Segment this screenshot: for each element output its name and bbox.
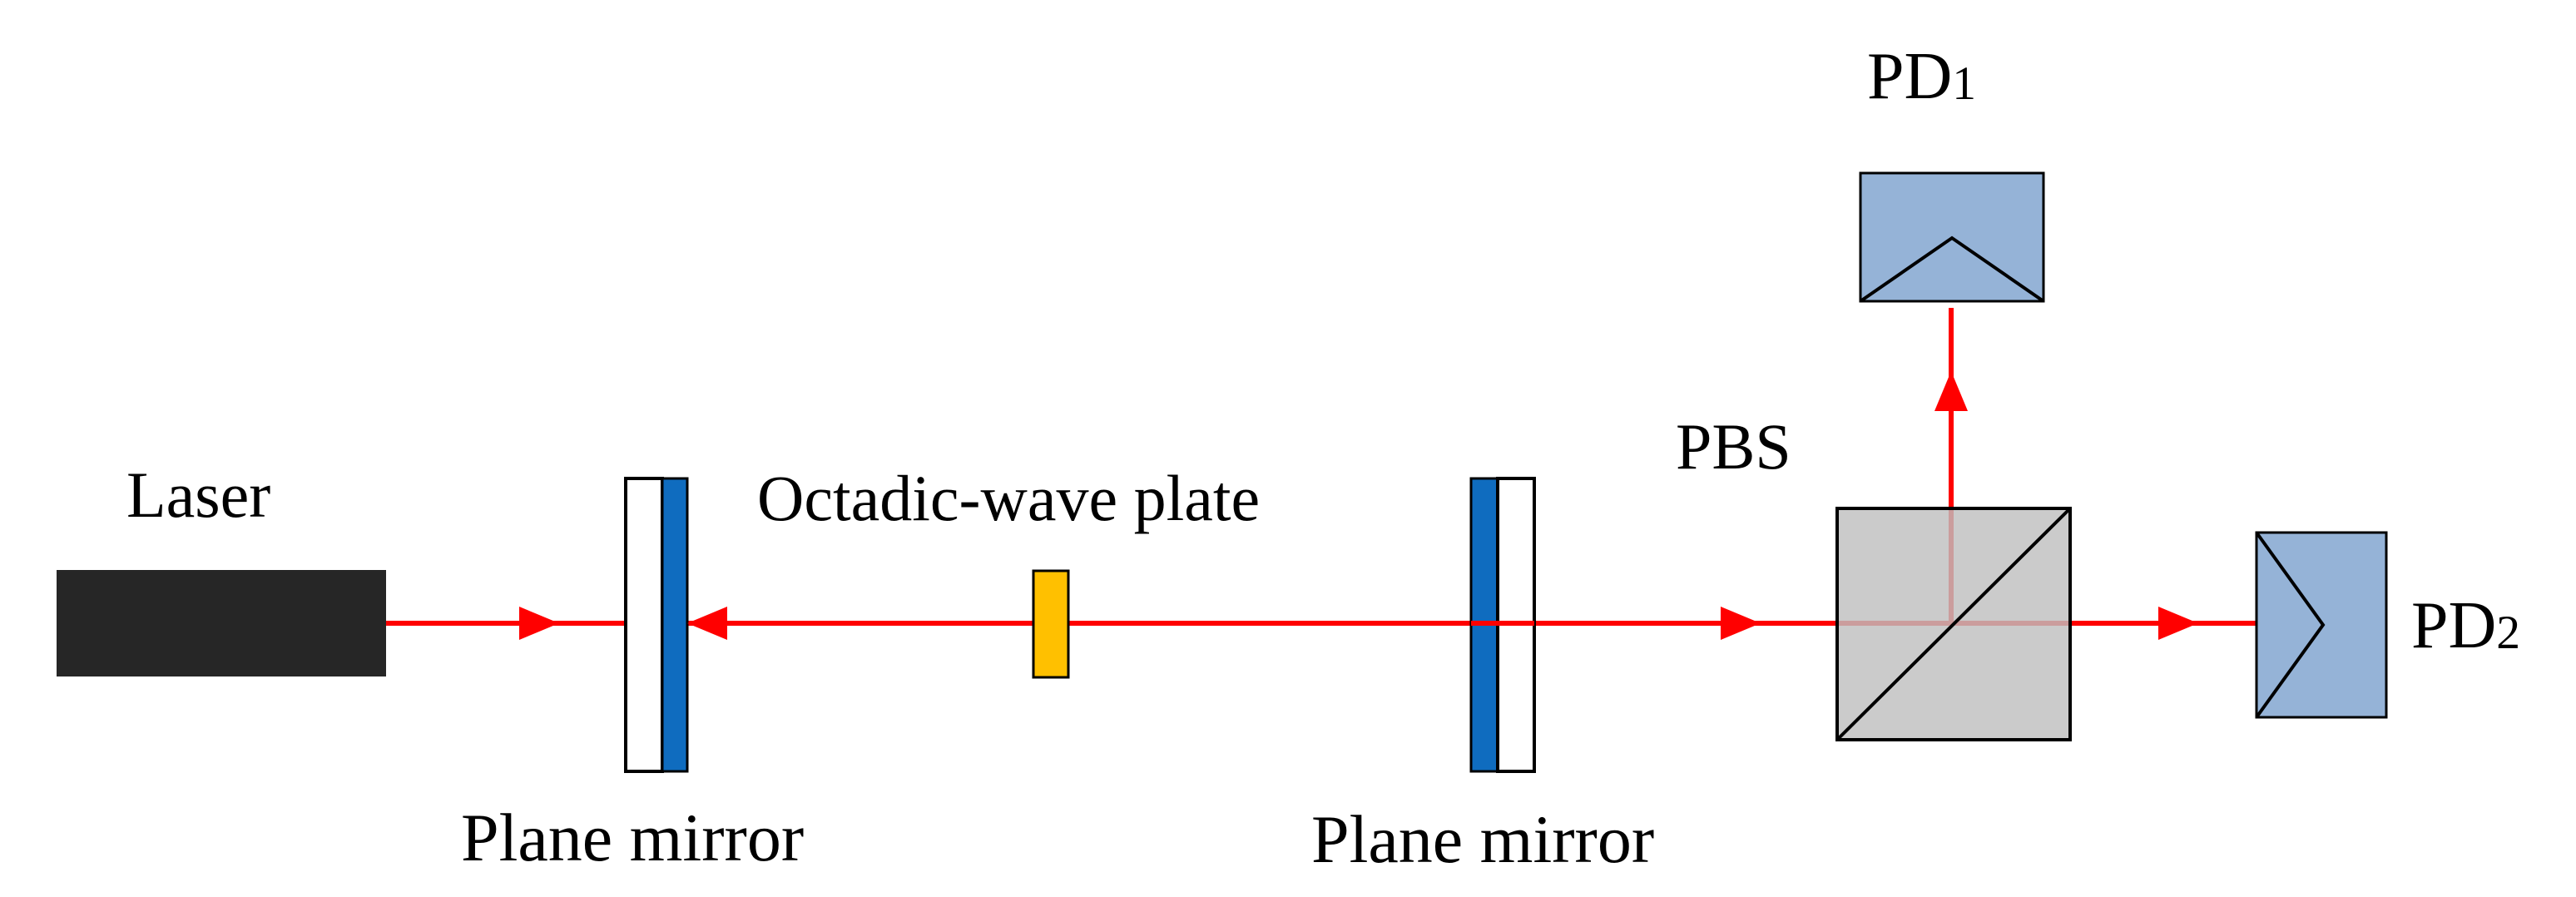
octadic-wave-plate xyxy=(1032,569,1070,679)
plane-mirror-left xyxy=(624,477,689,773)
pd1-label-main: PD xyxy=(1867,40,1953,113)
mirror-coating-left xyxy=(661,477,689,773)
laser-source xyxy=(57,570,386,676)
beam-arrows xyxy=(519,371,2198,640)
pd1-label: PD1 xyxy=(1867,43,1976,110)
detector-2-wedge xyxy=(2255,531,2326,719)
arrow-right-2 xyxy=(1721,607,1761,640)
detector-1-wedge xyxy=(1859,235,2045,303)
plane-mirror-left-label: Plane mirror xyxy=(461,800,805,875)
laser-label: Laser xyxy=(126,458,271,531)
pd1-label-subscript: 1 xyxy=(1952,57,1977,111)
pd2-label-main: PD xyxy=(2411,589,2497,662)
photodetector-1 xyxy=(1859,171,2045,303)
arrow-left xyxy=(687,607,727,640)
arrow-up xyxy=(1934,371,1968,411)
photodetector-2 xyxy=(2255,531,2388,719)
polarizing-beam-splitter xyxy=(1835,507,2072,741)
pd2-label-subscript: 2 xyxy=(2496,607,2521,660)
arrow-right-3 xyxy=(2158,607,2198,640)
pbs-label: PBS xyxy=(1676,410,1791,483)
pbs-diagonal xyxy=(1835,507,2072,741)
arrow-right-1 xyxy=(519,607,559,640)
wave-plate-label: Octadic-wave plate xyxy=(757,462,1261,534)
plane-mirror-right-label: Plane mirror xyxy=(1311,801,1655,877)
plane-mirror-right xyxy=(1469,477,1536,773)
pd2-label: PD2 xyxy=(2411,592,2520,659)
